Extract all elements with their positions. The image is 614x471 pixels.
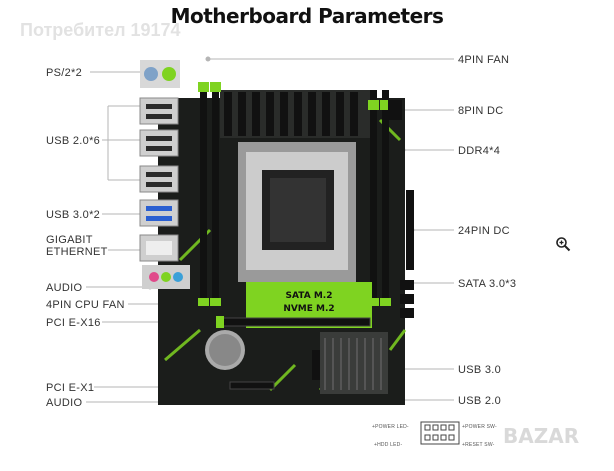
front-panel-diagram: +POWER LED- +POWER SW- +HDD LED- +RESET …	[370, 418, 510, 468]
label-ddr4: DDR4*4	[458, 145, 501, 157]
pin-header-icon	[420, 421, 460, 445]
label-sata: SATA 3.0*3	[458, 278, 517, 290]
m2-label-nvme: NVME M.2	[283, 304, 334, 314]
label-pcie16: PCI E-X16	[46, 317, 101, 329]
motherboard-image: SATA M.2 NVME M.2	[139, 60, 414, 405]
page-title: Motherboard Parameters	[170, 4, 444, 28]
label-gigabit: GIGABIT	[46, 234, 93, 246]
label-fan4: 4PIN FAN	[458, 54, 510, 66]
label-audio: AUDIO	[46, 282, 83, 294]
brand-watermark: BAZAR	[503, 424, 580, 448]
panel-hdd-led: +HDD LED-	[374, 442, 403, 448]
label-pcie1: PCI E-X1	[46, 382, 95, 394]
label-dc8: 8PIN DC	[458, 105, 504, 117]
label-ethernet: ETHERNET	[46, 246, 108, 258]
panel-power-led: +POWER LED-	[372, 424, 409, 430]
label-audio2: AUDIO	[46, 397, 83, 409]
zoom-in-icon[interactable]	[555, 236, 571, 252]
label-usb20: USB 2.0*6	[46, 135, 101, 147]
panel-reset-sw: +RESET SW-	[462, 442, 495, 448]
label-usb30-right: USB 3.0	[458, 364, 502, 376]
label-usb20-right: USB 2.0	[458, 395, 502, 407]
label-ps2: PS/2*2	[46, 67, 83, 79]
label-dc24: 24PIN DC	[458, 225, 510, 237]
panel-power-sw: +POWER SW-	[462, 424, 497, 430]
label-usb30: USB 3.0*2	[46, 209, 101, 221]
m2-label-sata: SATA M.2	[286, 291, 333, 301]
watermark: Потребител 19174	[20, 20, 181, 40]
label-cpu-fan: 4PIN CPU FAN	[46, 299, 125, 311]
